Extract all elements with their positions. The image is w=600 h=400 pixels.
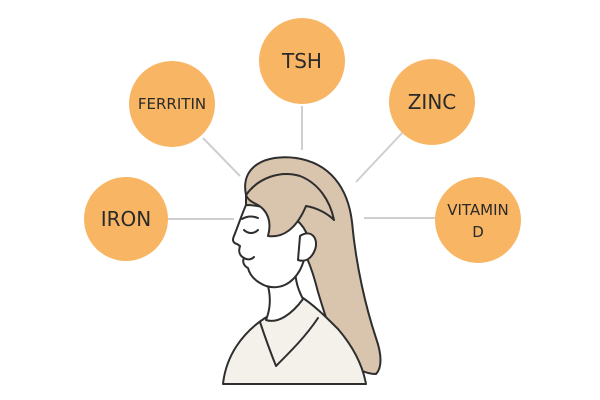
node-vitamin-d: VITAMIN D [435, 177, 521, 263]
node-iron-circle [84, 177, 168, 261]
node-tsh-label: TSH [281, 49, 322, 73]
node-ferritin-label: FERRITIN [138, 95, 206, 113]
node-iron-label: IRON [101, 207, 152, 231]
node-zinc-circle [389, 59, 475, 145]
node-zinc: ZINC [389, 59, 475, 145]
connector-zinc [355, 131, 404, 183]
mouth [243, 256, 255, 261]
woman-profile-icon [222, 156, 382, 385]
ear-shape [297, 232, 318, 262]
hair-fringe [245, 173, 335, 238]
node-tsh-circle [259, 18, 345, 104]
connector-ferritin [202, 137, 241, 177]
collar-line [259, 317, 319, 367]
connectors [166, 106, 436, 220]
node-vitamin-d-label-line-2: D [472, 223, 484, 241]
node-vitamin-d-circle [435, 177, 521, 263]
node-vitamin-d-label-line-1: VITAMIN [447, 201, 509, 219]
node-iron: IRON [84, 177, 168, 261]
node-tsh: TSH [259, 18, 345, 104]
node-ferritin: FERRITIN [129, 61, 215, 147]
node-zinc-label: ZINC [408, 90, 457, 114]
eyebrow [241, 215, 259, 220]
eye-closed [243, 229, 259, 234]
node-ferritin-circle [129, 61, 215, 147]
